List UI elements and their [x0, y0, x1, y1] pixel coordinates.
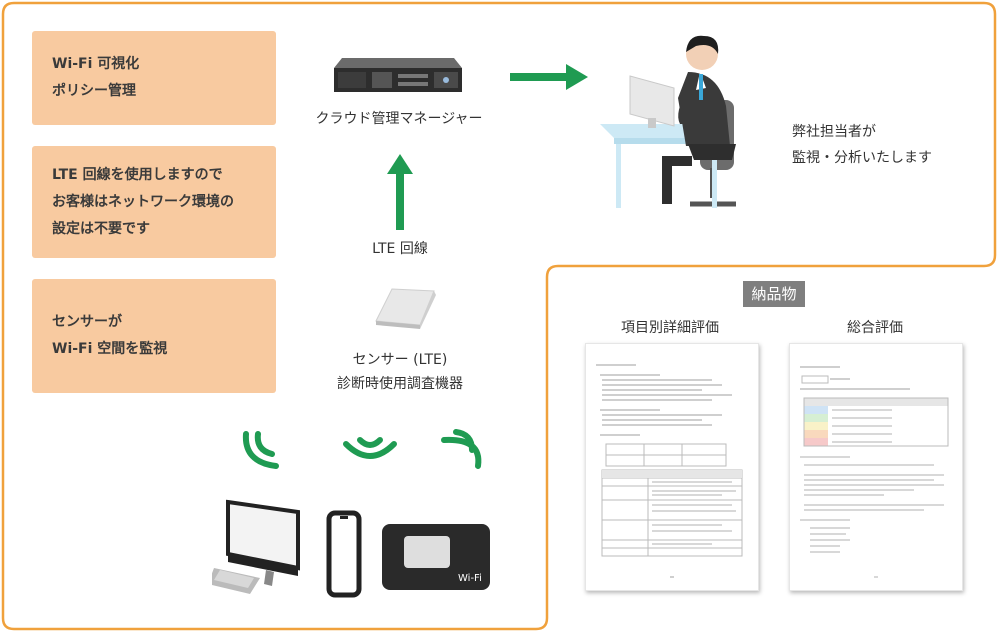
- sensor-label-1: センサー (LTE): [352, 352, 448, 368]
- info-box-line: LTE 回線を使用しますので: [52, 166, 223, 183]
- arrow-up-icon: [387, 154, 413, 230]
- wifi-signal-icon: [242, 431, 279, 469]
- doc-title-overall: 総合評価: [847, 320, 903, 336]
- smartphone-icon: [326, 510, 362, 598]
- cloud-manager-label: クラウド管理マネージャー: [315, 111, 483, 127]
- document-content-icon: [800, 366, 949, 578]
- info-box-visualization: Wi-Fi 可視化 ポリシー管理: [32, 31, 276, 125]
- lte-line-label: LTE 回線: [372, 241, 428, 257]
- deliverables-badge: 納品物: [743, 281, 805, 307]
- doc-title-detailed: 項目別詳細評価: [621, 320, 719, 336]
- sensor-label-2: 診断時使用調査機器: [337, 376, 463, 392]
- info-box-line: Wi-Fi 空間を監視: [52, 341, 168, 357]
- wifi-signal-icon: [343, 437, 397, 459]
- mobile-router-icon: [382, 524, 490, 590]
- info-box-sensor: センサーが Wi-Fi 空間を監視: [32, 279, 276, 393]
- sensor-device-icon: [375, 288, 436, 329]
- cloud-server-icon: [334, 58, 462, 92]
- info-box-line: Wi-Fi 可視化: [52, 56, 140, 72]
- staff-label-2: 監視・分析いたします: [792, 150, 932, 166]
- document-content-icon: [596, 364, 743, 578]
- router-wifi-label: Wi-Fi: [458, 573, 482, 584]
- wifi-signal-icon: [441, 429, 482, 469]
- staff-person-icon: [600, 35, 736, 208]
- info-box-line: お客様はネットワーク環境の: [52, 193, 234, 210]
- info-box-line: センサーが: [52, 314, 122, 330]
- info-box-line: ポリシー管理: [52, 83, 136, 99]
- info-box-lte: LTE 回線を使用しますので お客様はネットワーク環境の 設定は不要です: [32, 146, 276, 258]
- info-box-line: 設定は不要です: [52, 220, 150, 237]
- arrow-right-icon: [510, 64, 588, 90]
- staff-label-1: 弊社担当者が: [792, 124, 876, 140]
- detailed-evaluation-document: [585, 343, 759, 591]
- desktop-computer-icon: [212, 499, 300, 594]
- overall-evaluation-document: [789, 343, 963, 591]
